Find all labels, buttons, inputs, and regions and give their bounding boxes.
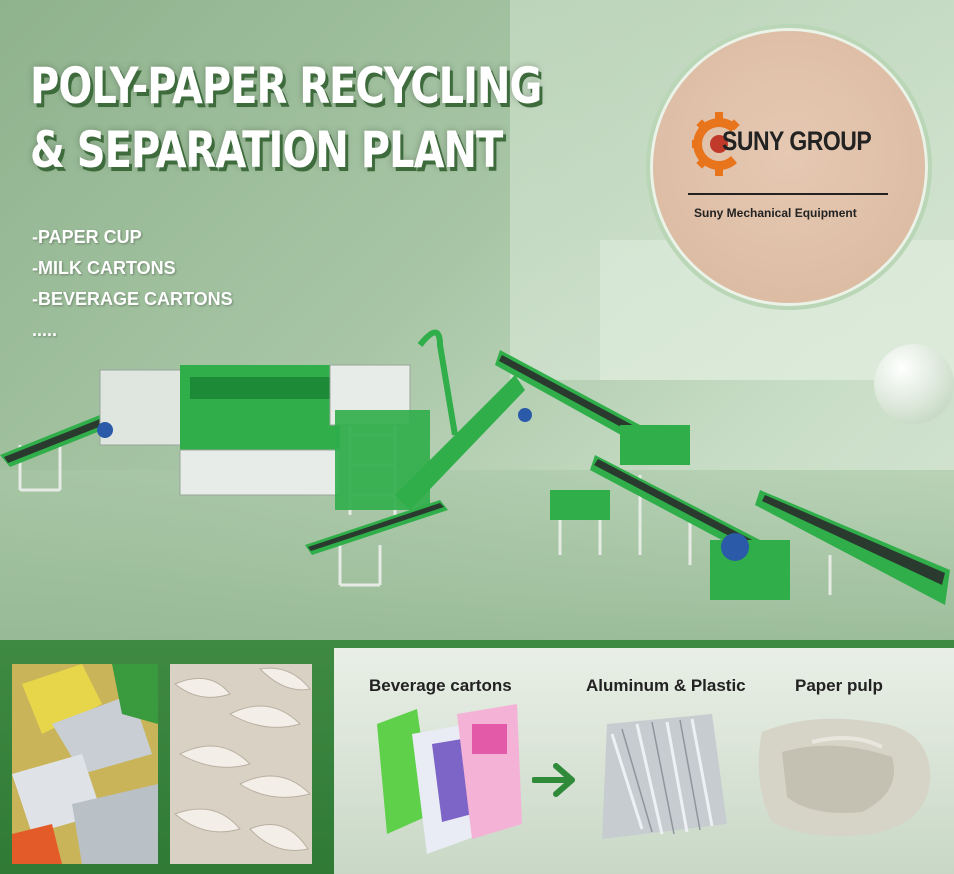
arrow-right-icon: [532, 763, 575, 797]
output-aluminum-label: Aluminum & Plastic: [586, 676, 746, 695]
beverage-cartons-image: [377, 704, 522, 854]
gear-logo-icon: [692, 112, 740, 176]
floor: [0, 470, 954, 640]
material-item: .....: [32, 320, 58, 340]
material-item: -BEVERAGE CARTONS: [32, 289, 233, 309]
brand-divider: [688, 193, 888, 195]
brand-tagline: Suny Mechanical Equipment: [694, 206, 857, 220]
headline-line1: POLY-PAPER RECYCLING: [30, 58, 542, 116]
brand-circle: [646, 24, 932, 310]
headline-line2: & SEPARATION PLANT: [30, 122, 503, 180]
shredded-cartons-photo: [12, 664, 158, 864]
output-pulp-label: Paper pulp: [795, 676, 883, 695]
recycling-plant-illustration: [0, 329, 950, 605]
input-label: Beverage cartons: [369, 676, 512, 695]
brand-name: SUNY GROUP: [722, 125, 872, 156]
material-item: -MILK CARTONS: [32, 258, 176, 278]
materials-list: -PAPER CUP -MILK CARTONS -BEVERAGE CARTO…: [32, 222, 233, 346]
material-item: -PAPER CUP: [32, 227, 142, 247]
paper-pulp-image: [758, 718, 931, 837]
decorative-sphere: [874, 344, 954, 424]
aluminum-plastic-image: [602, 714, 727, 839]
shredded-paper-photo: [170, 664, 312, 864]
